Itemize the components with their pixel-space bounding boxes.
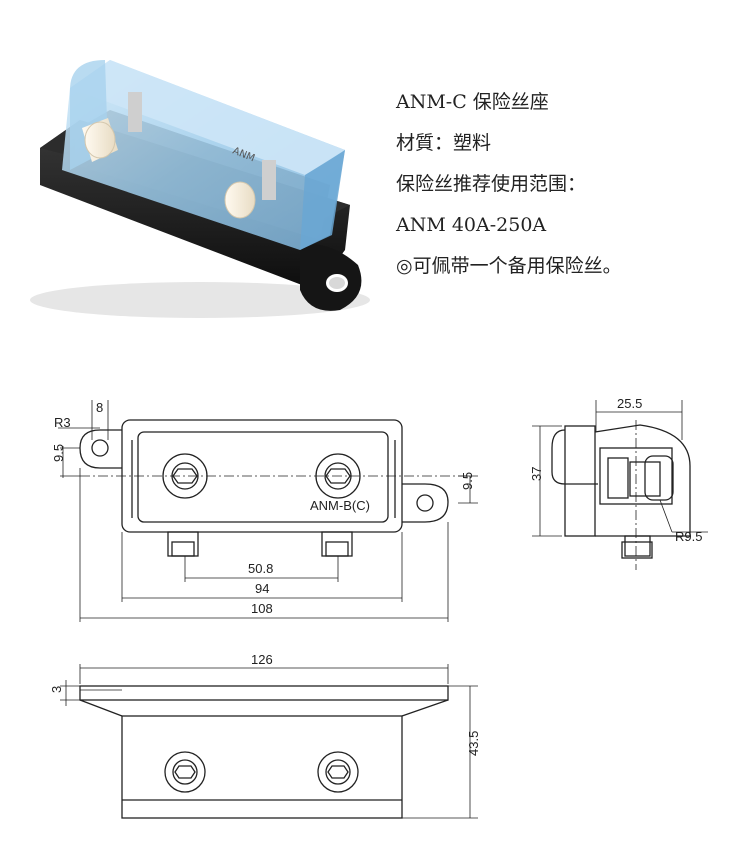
spec-line-range: ANM 40A-250A [396,214,547,236]
dim-126: 126 [251,652,273,667]
top-view [58,400,478,622]
dim-r3: R3 [54,415,71,430]
product-photo: ANM [30,60,370,318]
spec-line-spare: ◎可佩带一个备用保险丝。 [396,255,622,277]
dim-r9-5: R9.5 [675,529,702,544]
dim-3: 3 [49,686,64,693]
part-label: ANM-B(C) [310,498,370,513]
spec-line-range-title: 保险丝推荐使用范围： [396,173,587,195]
dim-25-5: 25.5 [617,396,642,411]
front-view [60,664,478,819]
dim-50-8: 50.8 [248,561,273,576]
dim-8: 8 [96,400,103,415]
dim-9-5-right: 9.5 [460,472,475,490]
side-view [532,400,708,570]
dim-37: 37 [529,467,544,481]
terminal-stud-left [82,92,142,162]
dim-108: 108 [251,601,273,616]
dim-9-5-left: 9.5 [51,444,66,462]
spec-text: ANM-C 保险丝座 材質：塑料 保险丝推荐使用范围： ANM 40A-250A… [396,88,622,293]
dim-94: 94 [255,581,269,596]
terminal-stud-right [224,160,276,219]
dim-43-5: 43.5 [466,731,481,756]
spec-line-material: 材質：塑料 [396,132,492,154]
spec-line-model: ANM-C 保险丝座 [396,91,549,113]
